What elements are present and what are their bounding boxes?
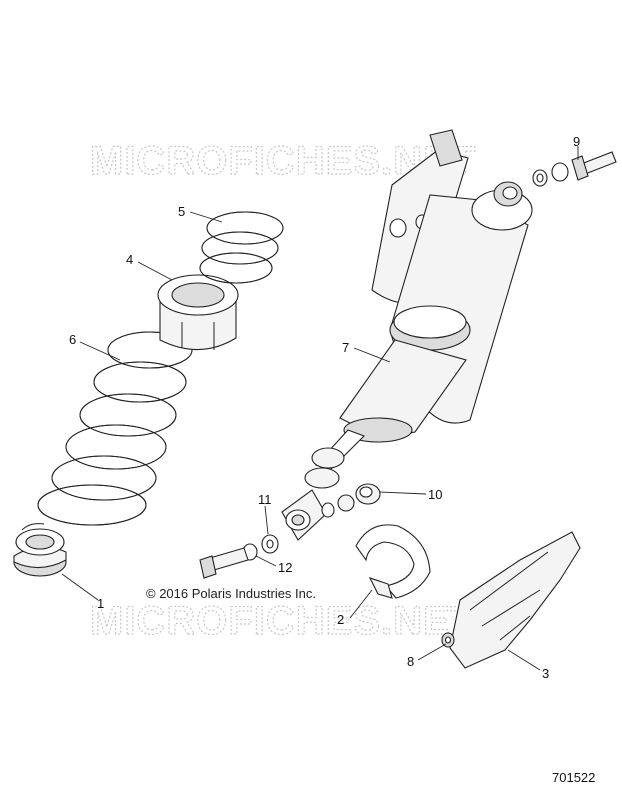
part-12-bolt	[199, 543, 258, 579]
part-5-crossover-spring	[199, 211, 284, 284]
part-2-clamp	[355, 524, 431, 599]
part-8-screw	[441, 632, 455, 648]
callout-3: 3	[542, 666, 549, 681]
part-1-spring-seat	[13, 523, 67, 577]
callout-4: 4	[126, 252, 133, 267]
callout-11: 11	[258, 492, 272, 507]
leader-lines	[61, 146, 579, 671]
callout-10: 10	[428, 487, 442, 502]
callout-1: 1	[97, 596, 104, 611]
part-11-washer	[261, 534, 279, 554]
part-4-upper-seat	[157, 274, 239, 351]
part-10-bushing	[321, 483, 381, 518]
part-3-guard	[449, 531, 581, 669]
part-9-bolt	[532, 151, 617, 187]
callout-labels: 1 2 3 4 5 6 7 8 9 10 11 12	[69, 134, 580, 681]
figure-number: 701522	[552, 770, 595, 785]
callout-7: 7	[342, 340, 349, 355]
callout-8: 8	[407, 654, 414, 669]
watermark-bottom: MICROFICHES.NET	[90, 599, 476, 643]
copyright-text: © 2016 Polaris Industries Inc.	[146, 586, 316, 601]
callout-2: 2	[337, 612, 344, 627]
part-7-shock-absorber	[281, 129, 533, 541]
callout-5: 5	[178, 204, 185, 219]
callout-9: 9	[573, 134, 580, 149]
part-6-main-spring	[37, 331, 193, 526]
callout-6: 6	[69, 332, 76, 347]
callout-12: 12	[278, 560, 292, 575]
